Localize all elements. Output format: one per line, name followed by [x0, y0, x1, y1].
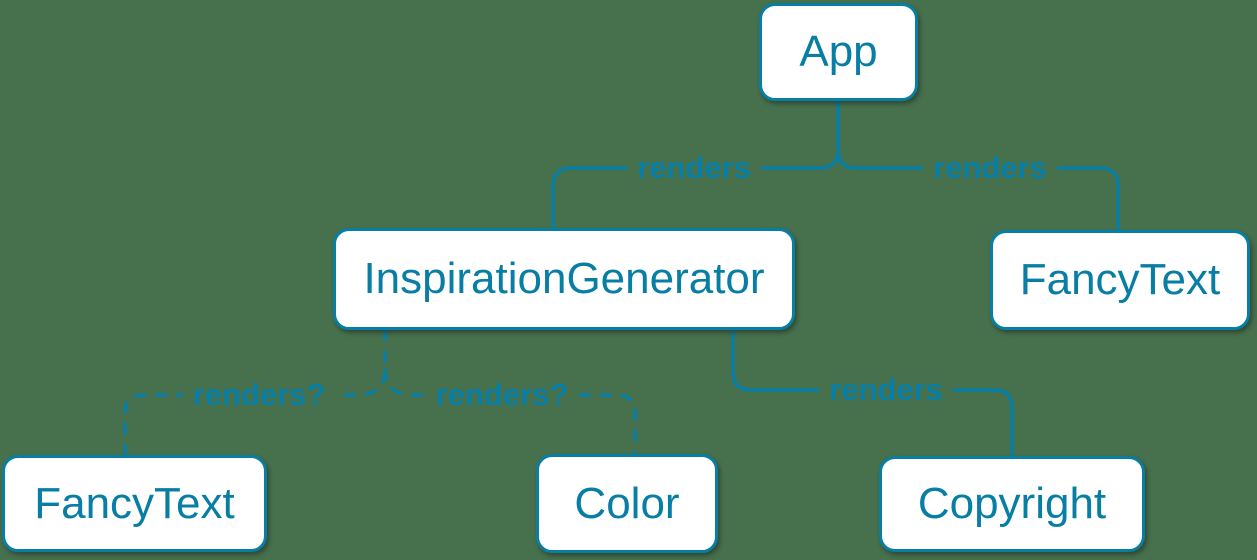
edge-label-renders-question-color: renders? — [425, 375, 579, 415]
node-fancy-text-top: FancyText — [990, 230, 1250, 330]
node-color: Color — [536, 454, 718, 553]
edge-label-renders-app-inspirationgenerator: renders — [627, 148, 761, 188]
node-fancy-text-bottom-label: FancyText — [34, 478, 235, 528]
edge-label-renders-app-fancytext: renders — [923, 148, 1057, 188]
edge-label-renders-copyright: renders — [819, 370, 953, 410]
node-app: App — [759, 3, 918, 101]
edge-label-renders-question-fancytext: renders? — [182, 375, 336, 415]
node-copyright-label: Copyright — [917, 479, 1107, 528]
node-color-label: Color — [574, 478, 680, 528]
node-inspiration-generator: InspirationGenerator — [333, 228, 795, 330]
node-fancy-text-top-label: FancyText — [1019, 255, 1221, 304]
node-app-label: App — [799, 27, 878, 76]
node-fancy-text-bottom: FancyText — [2, 455, 267, 552]
node-inspiration-generator-label: InspirationGenerator — [363, 254, 765, 303]
node-copyright: Copyright — [879, 456, 1145, 552]
